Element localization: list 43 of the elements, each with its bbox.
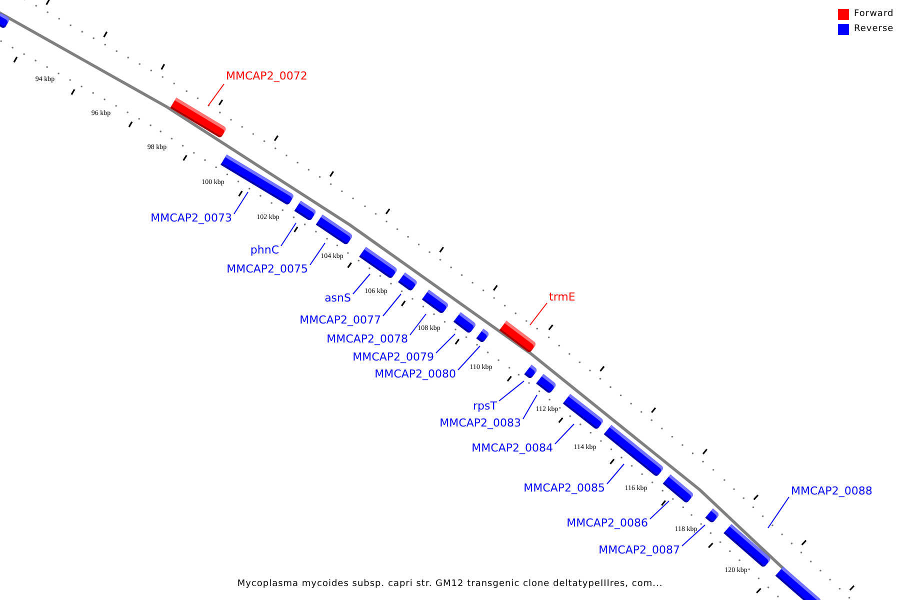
gene-label: MMCAP2_0083 (440, 416, 521, 430)
caption: Mycoplasma mycoides subsp. capri str. GM12 transgenic clone deltatypeIIIres, com... (236, 578, 664, 591)
gene-label: MMCAP2_0077 (300, 314, 381, 326)
legend-label: Reverse (854, 24, 894, 35)
leader-line (530, 302, 548, 326)
gene-arrow-bar (476, 328, 490, 344)
leader-line (458, 346, 480, 370)
gene-label: rpsT (473, 400, 497, 412)
gene-arrow-bar (294, 200, 316, 222)
gene-label: MMCAP2_0078 (326, 332, 408, 346)
leader-line (310, 242, 326, 266)
gene-label: MMCAP2_0084 (472, 442, 553, 454)
leader-line (382, 294, 402, 316)
gene-arrow-bar (704, 508, 720, 524)
gene-arrow-bar (536, 374, 556, 394)
leader-line (208, 84, 224, 106)
gene-label: MMCAP2_0073 (150, 212, 232, 224)
leader-line (436, 334, 456, 354)
gene-label: MMCAP2_0079 (352, 350, 434, 364)
gene-arrow-bar (524, 364, 538, 380)
leader-line (768, 496, 790, 528)
gene-label: MMCAP2_0087 (598, 544, 680, 556)
gene-label: trmE (549, 290, 576, 304)
leader-line (280, 222, 296, 246)
gene-label: asnS (324, 292, 351, 304)
leader-line (606, 464, 624, 484)
leader-line (352, 274, 370, 294)
gene-label: MMCAP2_0088 (791, 484, 872, 498)
leader-line (522, 394, 538, 420)
leader-line (554, 424, 574, 444)
leader-line (682, 524, 706, 546)
gene-label: MMCAP2_0072 (226, 70, 308, 82)
gene-label: phnC (250, 244, 279, 256)
gene-arrow-bar (398, 272, 418, 292)
leader-line (650, 500, 670, 520)
leader-line (234, 192, 248, 214)
gene-label: MMCAP2_0086 (566, 516, 648, 530)
legend-label: Forward (854, 9, 894, 20)
gene-label: MMCAP2_0075 (226, 262, 308, 276)
leader-line (410, 314, 426, 336)
leader-line (498, 380, 524, 402)
gene-label: MMCAP2_0080 (374, 368, 456, 380)
gene-label: MMCAP2_0085 (524, 482, 605, 494)
